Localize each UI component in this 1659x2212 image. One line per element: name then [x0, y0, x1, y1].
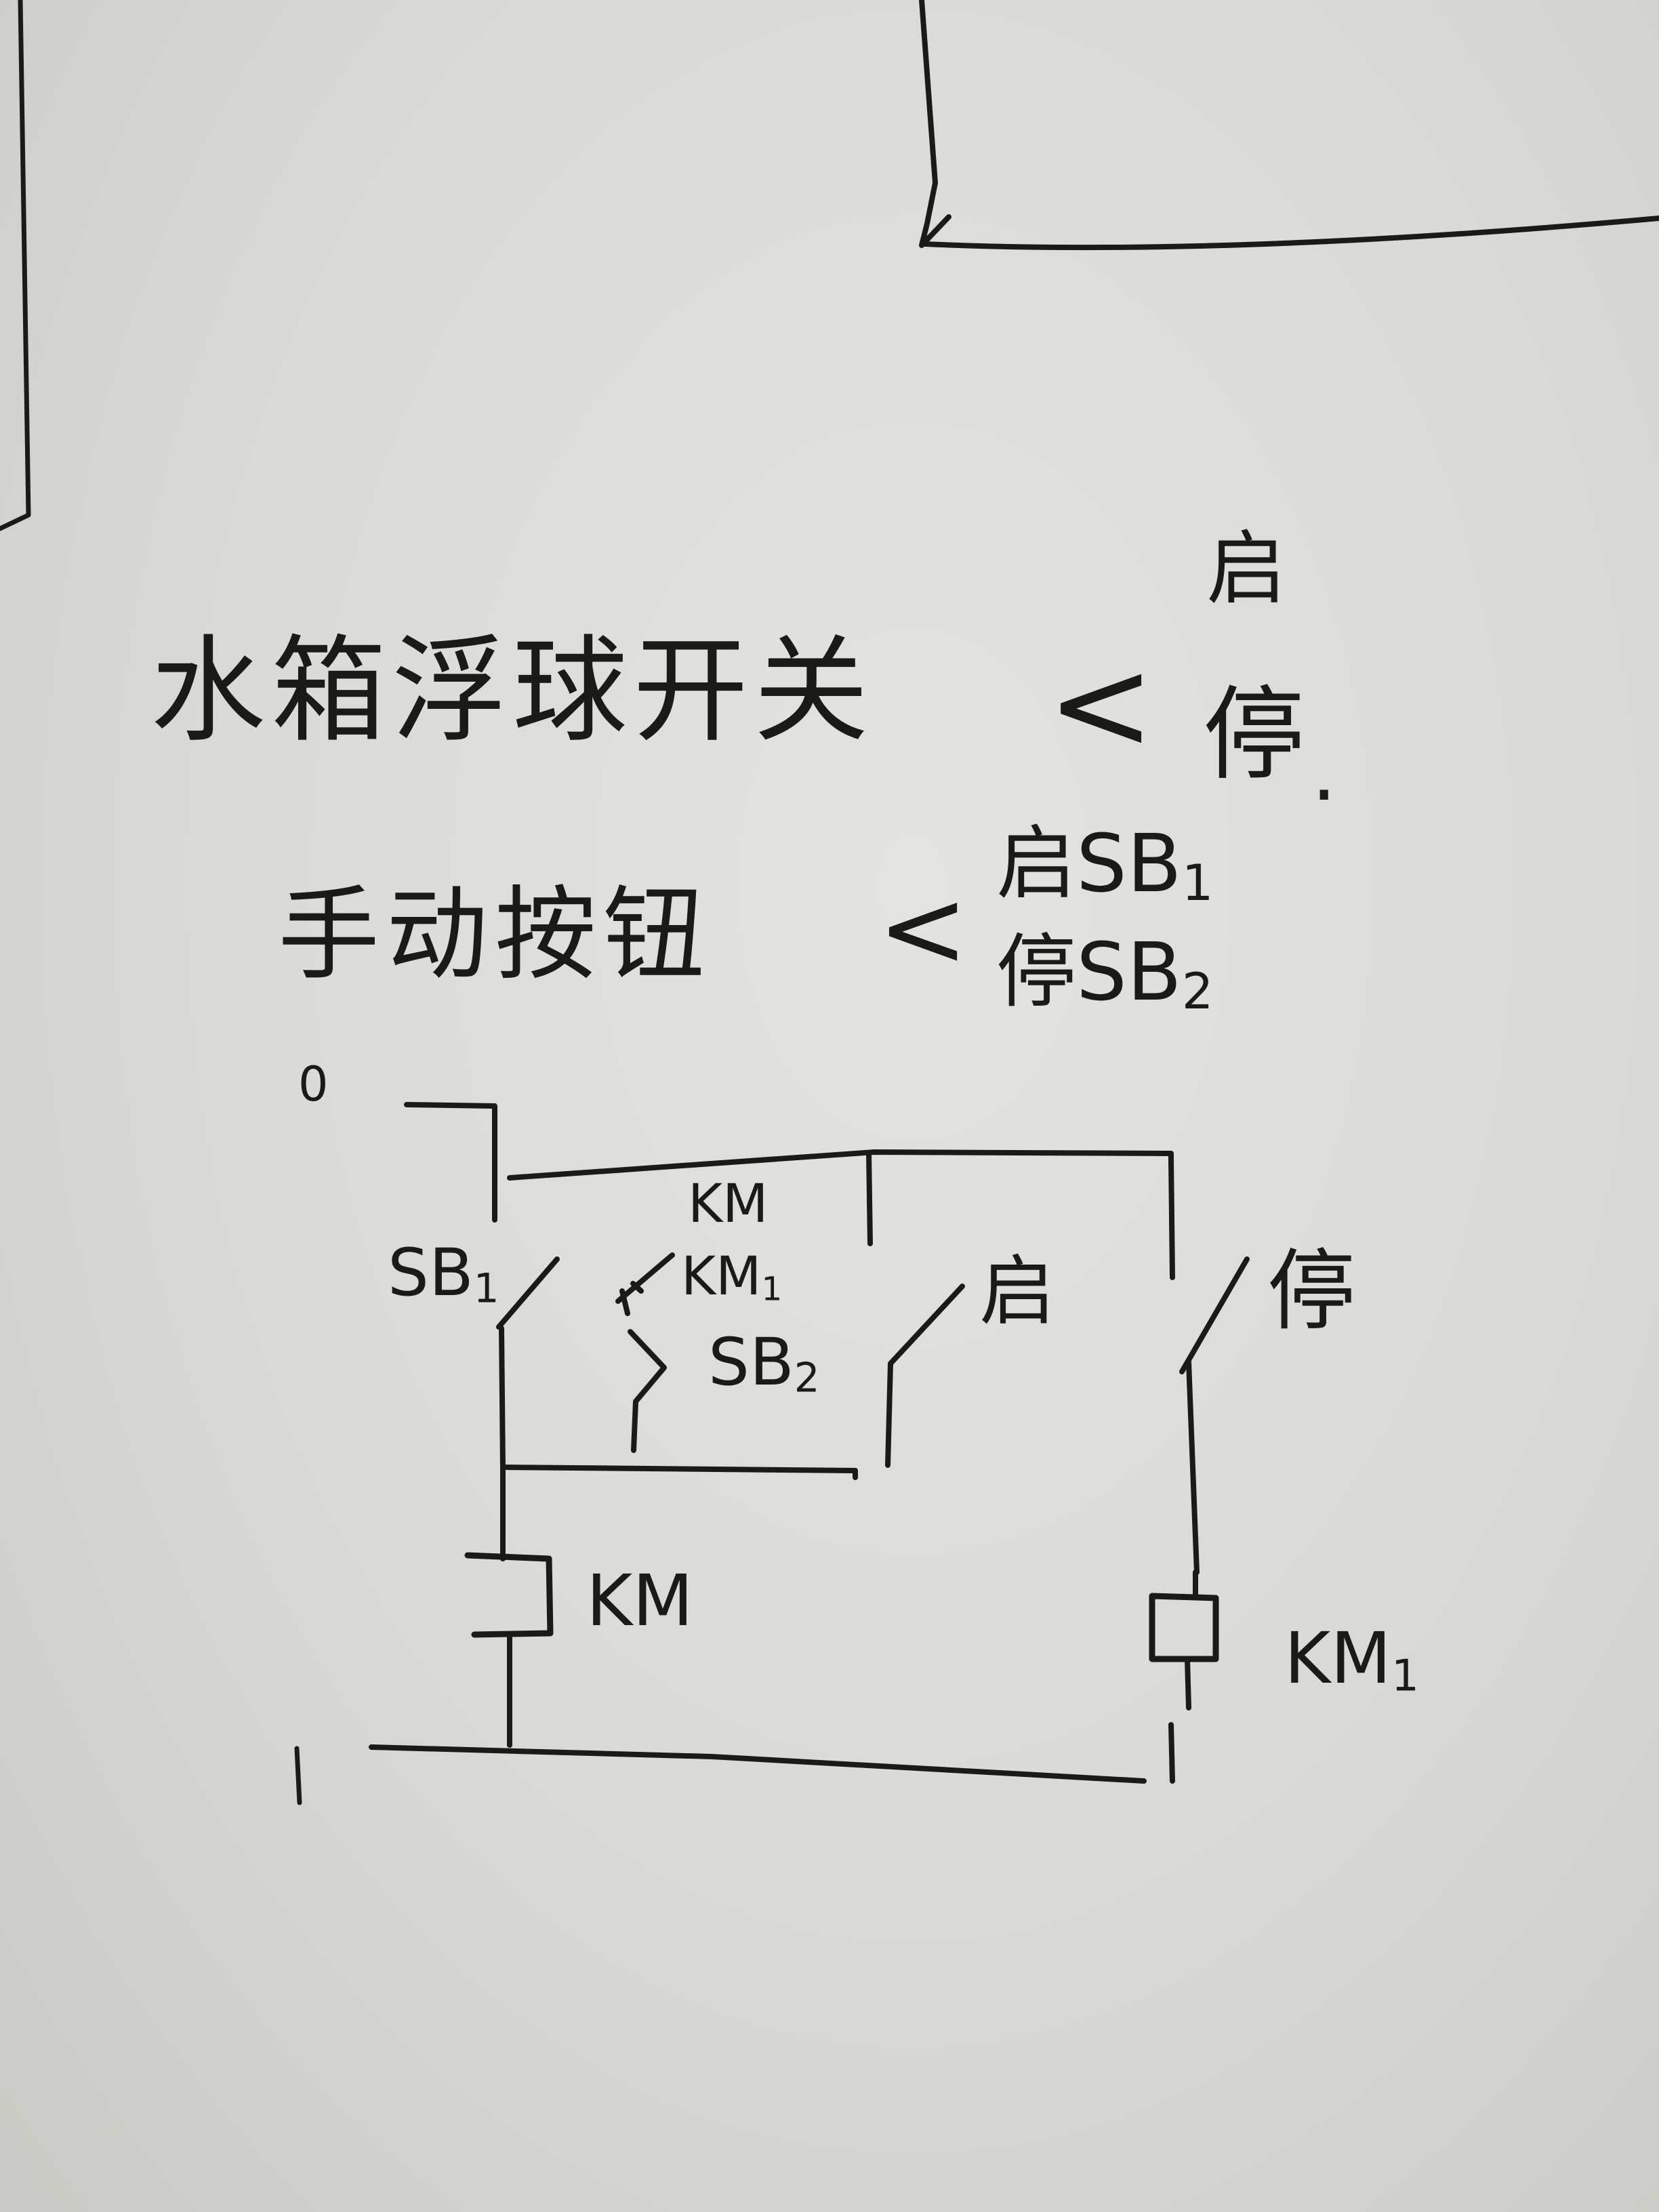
km1-contact-code: KM [681, 1246, 762, 1307]
terminal-bottom-tick [294, 1746, 302, 1805]
contact-km-km1 [615, 1252, 675, 1316]
manual-stop-sub: 2 [1181, 963, 1214, 1021]
switch-float-start [885, 1284, 965, 1468]
wire-bus-drop [866, 1151, 873, 1246]
coil-km1-sub: 1 [1391, 1650, 1419, 1702]
sb1-code: SB [388, 1235, 474, 1311]
manual-start-sub: 1 [1181, 855, 1214, 913]
sb2-sub: 2 [794, 1355, 820, 1402]
manual-stop-char: 停 [996, 925, 1077, 1019]
coil-km-leads [500, 1512, 512, 1748]
float-switch-title: 水箱浮球开关 [150, 624, 875, 758]
switch-sb1 [496, 1256, 560, 1330]
wire-sb1-down [499, 1326, 506, 1517]
coil-km1 [1149, 1593, 1219, 1662]
wire-terminal-top [404, 1102, 497, 1223]
sb2-code: SB [708, 1324, 794, 1400]
coil-km1-leads [1168, 1570, 1198, 1784]
wire-float-stop-down [1186, 1359, 1200, 1575]
coil-km [464, 1552, 554, 1638]
wire-lower-bus [500, 1465, 858, 1480]
km1-contact-sub: 1 [761, 1270, 783, 1309]
sb2-label: SB2 [708, 1330, 820, 1399]
switch-float-stop [1179, 1256, 1250, 1374]
float-start-label: 启 [979, 1248, 1055, 1336]
manual-start-label: 启SB1 [996, 823, 1213, 908]
manual-button-bracket: < [878, 865, 975, 991]
km-contact-label: KM [688, 1174, 769, 1235]
coil-km-label: KM [586, 1559, 693, 1642]
float-switch-stop-period: . [1311, 725, 1337, 819]
manual-stop-code: SB [1076, 925, 1182, 1019]
contact-sb2 [628, 1329, 667, 1453]
manual-start-code: SB [1076, 817, 1182, 910]
wire-bottom-rail [369, 1744, 1147, 1784]
float-switch-start: 启 [1206, 522, 1287, 615]
float-switch-bracket: < [1047, 630, 1161, 779]
terminal-top-label: 0 [298, 1057, 329, 1112]
coil-km1-label: KM1 [1284, 1623, 1419, 1698]
wire-bus-right-drop [1168, 1156, 1175, 1280]
float-stop-label: 停 [1267, 1240, 1356, 1343]
float-switch-stop: 停 [1203, 676, 1305, 794]
sb1-sub: 1 [473, 1265, 499, 1313]
previous-drawing-right-frame [919, 0, 1659, 251]
manual-start-char: 启 [996, 817, 1077, 910]
wire-top-bus [507, 1149, 1174, 1181]
sb1-label: SB1 [388, 1240, 499, 1309]
manual-stop-label: 停SB2 [996, 932, 1213, 1017]
manual-button-title: 手动按钮 [278, 876, 712, 994]
km1-contact-label: KM1 [681, 1250, 782, 1306]
previous-drawing-left-edge [0, 0, 31, 531]
coil-km1-code: KM [1284, 1617, 1391, 1700]
